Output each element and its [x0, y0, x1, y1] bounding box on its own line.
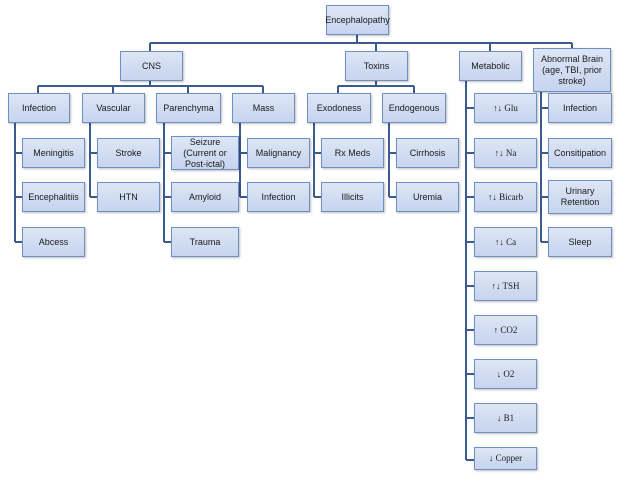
item-malignancy: Malignancy	[247, 138, 310, 168]
item-tsh: ↑↓ TSH	[474, 271, 537, 301]
item-copper: ↓ Copper	[474, 447, 537, 470]
item-ca: ↑↓ Ca	[474, 227, 537, 257]
category-toxins: Toxins	[345, 51, 408, 81]
group-parenchyma: Parenchyma	[156, 93, 221, 123]
item-uremia: Uremia	[396, 182, 459, 212]
item-urinary-retention: Urinary Retention	[548, 180, 612, 214]
root-node: Encephalopathy	[325, 5, 390, 35]
item-b1: ↓ B1	[474, 403, 537, 433]
group-endogenous: Endogenous	[382, 93, 446, 123]
item-stroke: Stroke	[97, 138, 160, 168]
group-mass: Mass	[232, 93, 295, 123]
item-consitipation: Consitipation	[548, 138, 612, 168]
item-seizure: Seizure (Current or Post-ictal)	[171, 136, 239, 170]
item-cirrhosis: Cirrhosis	[396, 138, 459, 168]
item-meningitis: Meningitis	[22, 138, 85, 168]
item-encephalitiis: Encephalitiis	[22, 182, 85, 212]
item-trauma: Trauma	[171, 227, 239, 257]
item-co2: ↑ CO2	[474, 315, 537, 345]
item-htn: HTN	[97, 182, 160, 212]
item-glu: ↑↓ Glu	[474, 93, 537, 123]
item-o2: ↓ O2	[474, 359, 537, 389]
item-amyloid: Amyloid	[171, 182, 239, 212]
item-rx-meds: Rx Meds	[321, 138, 384, 168]
category-cns: CNS	[120, 51, 183, 81]
group-vascular: Vascular	[82, 93, 145, 123]
item-sleep: Sleep	[548, 227, 612, 257]
category-metabolic: Metabolic	[459, 51, 522, 81]
item-mass-infection: Infection	[247, 182, 310, 212]
item-brain-infection: Infection	[548, 93, 612, 123]
category-abnormal-brain: Abnormal Brain (age, TBI, prior stroke)	[533, 48, 611, 92]
item-na: ↑↓ Na	[474, 138, 537, 168]
item-illicits: Illicits	[321, 182, 384, 212]
item-bicarb: ↑↓ Bicarb	[474, 182, 537, 212]
item-abcess: Abcess	[22, 227, 85, 257]
group-infection: Infection	[8, 93, 70, 123]
group-exodoness: Exodoness	[307, 93, 371, 123]
